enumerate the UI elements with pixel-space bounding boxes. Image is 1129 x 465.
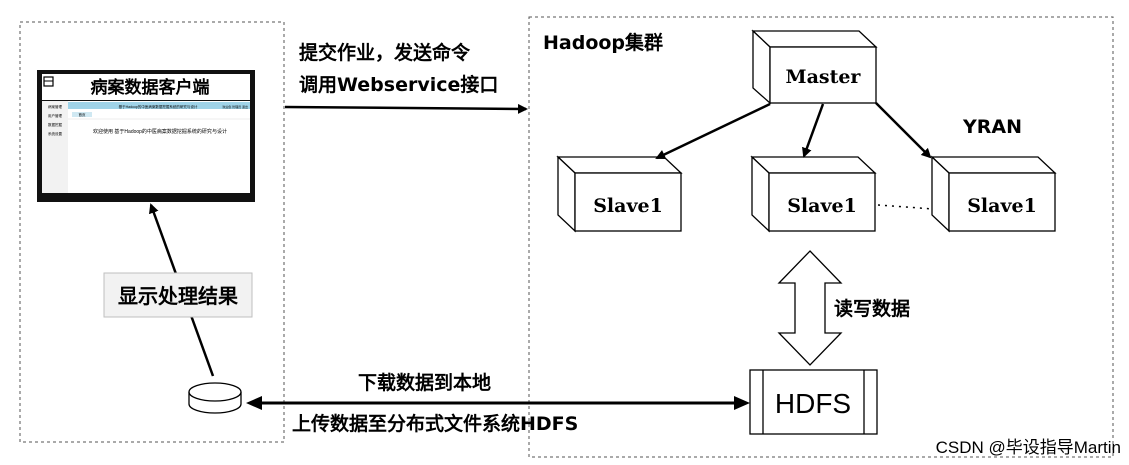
submit-label-line1: 提交作业，发送命令 <box>299 41 471 64</box>
yarn-label: YRAN <box>962 116 1022 138</box>
hdfs-box: HDFS <box>749 369 878 435</box>
client-screen-menu-item: 用户管理 <box>48 113 62 118</box>
slave-label: Slave1 <box>967 195 1037 217</box>
client-screen-tab: 首页 <box>79 112 86 117</box>
cluster-title: Hadoop集群 <box>543 31 663 54</box>
client-screen-welcome: 欢迎使用 基于Hadoop的中医病案数据挖掘系统的研究与设计 <box>93 128 227 135</box>
slave-node: Slave1 <box>750 155 877 233</box>
result-box: 显示处理结果 <box>103 272 253 318</box>
database-icon <box>188 382 242 414</box>
master-to-slave-arrow <box>655 102 771 160</box>
watermark: CSDN @毕设指导Martin <box>936 438 1121 457</box>
read-write-arrow <box>777 250 843 366</box>
slave-node: Slave1 <box>930 155 1057 233</box>
client-screen-menu-item: 系统设置 <box>48 131 62 136</box>
hdfs-label: HDFS <box>775 388 851 419</box>
client-monitor: 病案数据客户端 基于Hadoop的中医病案数据挖掘系统的研究与设计 欢迎您 管理… <box>37 70 255 202</box>
slave-node: Slave1 <box>556 155 683 233</box>
upload-label: 上传数据至分布式文件系统HDFS <box>292 412 578 435</box>
master-to-slave-arrow <box>802 103 825 158</box>
ellipsis-connector <box>877 204 934 210</box>
master-label: Master <box>786 66 862 88</box>
slave-label: Slave1 <box>787 195 857 217</box>
master-to-slave-arrow <box>875 102 932 159</box>
download-label: 下载数据到本地 <box>358 371 491 394</box>
client-title: 病案数据客户端 <box>91 77 210 98</box>
client-screen-header-right: 欢迎您 管理员 退出 <box>222 104 248 109</box>
slave-label: Slave1 <box>593 195 663 217</box>
cluster-region-border <box>528 16 1114 458</box>
result-label: 显示处理结果 <box>118 284 238 308</box>
submit-label-line2: 调用Webservice接口 <box>299 74 498 96</box>
client-region-border <box>19 21 285 443</box>
client-screen-menu-item: 病案管理 <box>48 104 62 109</box>
master-node: Master <box>751 29 878 105</box>
client-screen-menu-item: 数据挖掘 <box>48 122 62 127</box>
client-screen-header: 基于Hadoop的中医病案数据挖掘系统的研究与设计 <box>119 104 198 109</box>
read-write-label: 读写数据 <box>834 297 910 320</box>
submit-arrow <box>284 103 528 114</box>
